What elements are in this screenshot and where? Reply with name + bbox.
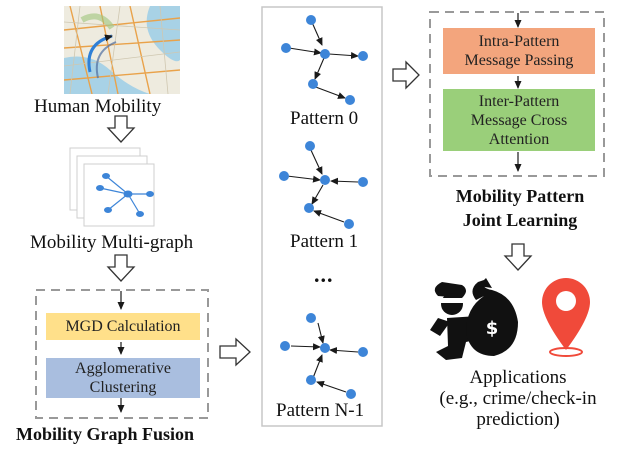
pattern-n-1-graph xyxy=(280,313,368,399)
agglomerative-clustering-box: Agglomerative Clustering xyxy=(46,358,200,398)
location-pin-icon xyxy=(542,278,590,357)
hollow-arrow-down-1 xyxy=(106,115,136,143)
intra-label-line2: Message Passing xyxy=(464,52,574,69)
applications-caption: Applications (e.g., crime/check-in predi… xyxy=(428,367,608,430)
multigraph-caption: Mobility Multi-graph xyxy=(30,232,194,253)
joint-title-line2: Joint Learning xyxy=(462,210,578,230)
fusion-dashed-box xyxy=(35,289,209,419)
intra-pattern-box: Intra-Pattern Message Passing xyxy=(443,28,595,74)
hollow-arrow-down-2 xyxy=(106,254,136,282)
hollow-arrow-down-3 xyxy=(503,243,533,271)
hollow-arrow-right-2 xyxy=(392,60,420,90)
mgd-calculation-label: MGD Calculation xyxy=(65,318,181,335)
multigraph-icon xyxy=(69,147,155,227)
bag-dollar-sign: $ xyxy=(486,318,499,339)
pattern-0-graph xyxy=(281,15,368,105)
clustering-label-line2: Clustering xyxy=(89,379,157,396)
map-image xyxy=(64,6,180,94)
clustering-label-line1: Agglomerative xyxy=(75,360,171,377)
fusion-title: Mobility Graph Fusion xyxy=(16,424,195,444)
inter-label-line2: Message Cross xyxy=(470,111,568,129)
applications-line2: (e.g., crime/check-in xyxy=(439,388,597,409)
pattern-1-graph xyxy=(279,141,368,229)
applications-line1: Applications xyxy=(469,367,567,388)
applications-line3: prediction) xyxy=(476,409,560,430)
inter-pattern-box: Inter-Pattern Message Cross Attention xyxy=(443,89,595,151)
human-mobility-caption: Human Mobility xyxy=(34,96,162,117)
joint-learning-title: Mobility Pattern Joint Learning xyxy=(445,184,595,232)
hollow-arrow-right-1 xyxy=(219,337,251,367)
pattern-n-1-label: Pattern N-1 xyxy=(276,400,365,421)
pattern-0-label: Pattern 0 xyxy=(290,108,359,129)
pattern-ellipsis: ... xyxy=(314,262,334,287)
mgd-calculation-box: MGD Calculation xyxy=(46,313,200,340)
joint-dashed-box xyxy=(429,11,605,177)
patterns-panel xyxy=(261,6,383,427)
inter-label-line1: Inter-Pattern xyxy=(478,92,560,110)
inter-label-line3: Attention xyxy=(488,130,550,148)
joint-title-line1: Mobility Pattern xyxy=(455,186,585,206)
intra-label-line1: Intra-Pattern xyxy=(478,33,560,50)
thief-icon: $ xyxy=(430,278,518,360)
pattern-1-label: Pattern 1 xyxy=(290,231,359,252)
